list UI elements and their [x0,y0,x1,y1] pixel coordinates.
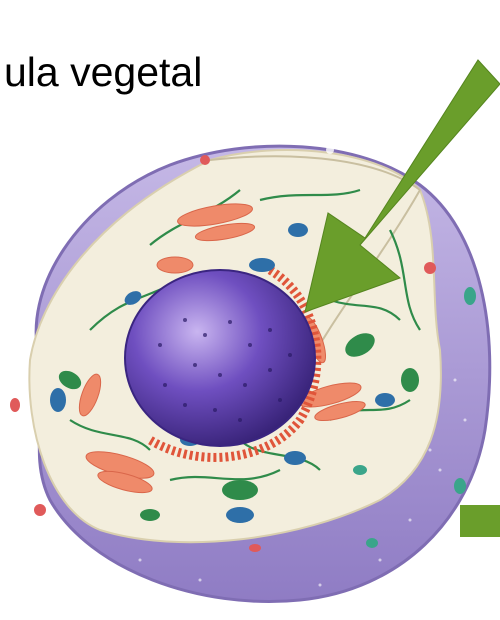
arrow-shaft-icon [460,505,500,537]
nucleus [125,270,315,446]
